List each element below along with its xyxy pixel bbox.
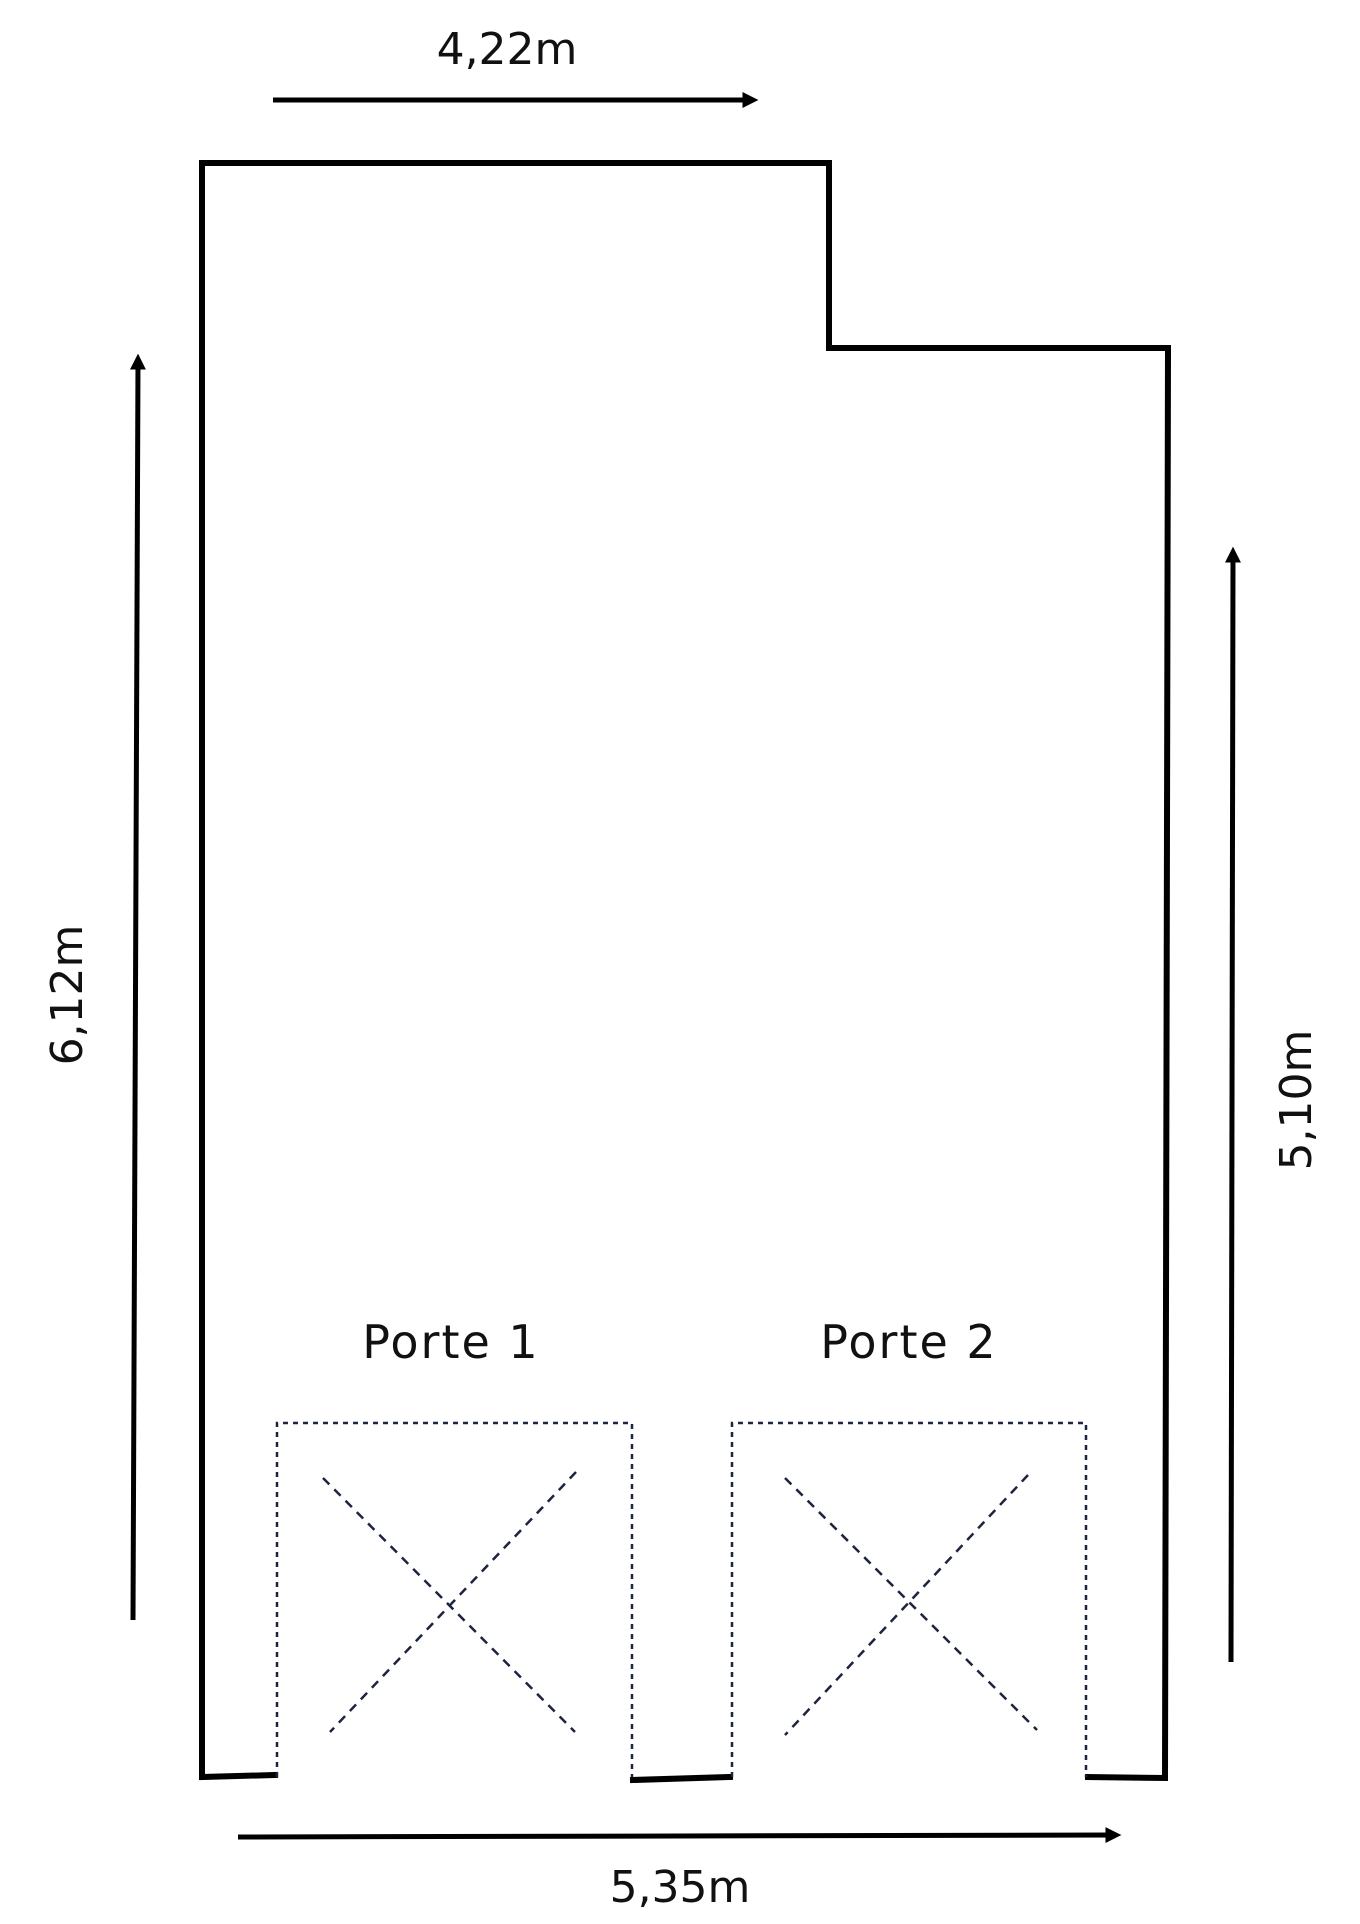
door-2 [730,1421,1088,1777]
dimension-label-right: 5,10m [1271,1030,1322,1171]
dimension-label-bottom: 5,35m [610,1862,751,1913]
door-1-frame [275,1421,634,1777]
wall-outline [199,160,1172,1782]
dimension-arrow-left [129,353,146,1621]
dimension-arrow-right [1224,546,1241,1663]
door-2-cross-b [784,1474,1029,1736]
door-1-label: Porte 1 [362,1315,539,1369]
door-2-label: Porte 2 [820,1315,997,1369]
wall-between-doors [629,1773,734,1784]
door-2-frame [730,1421,1088,1777]
door-1-cross-b [329,1471,577,1733]
dimension-arrow-bottom [237,1827,1122,1844]
dimension-label-top: 4,22m [437,24,578,75]
door-2-cross-a [784,1477,1038,1731]
dimension-label-left: 6,12m [42,925,93,1066]
door-1 [275,1421,634,1777]
